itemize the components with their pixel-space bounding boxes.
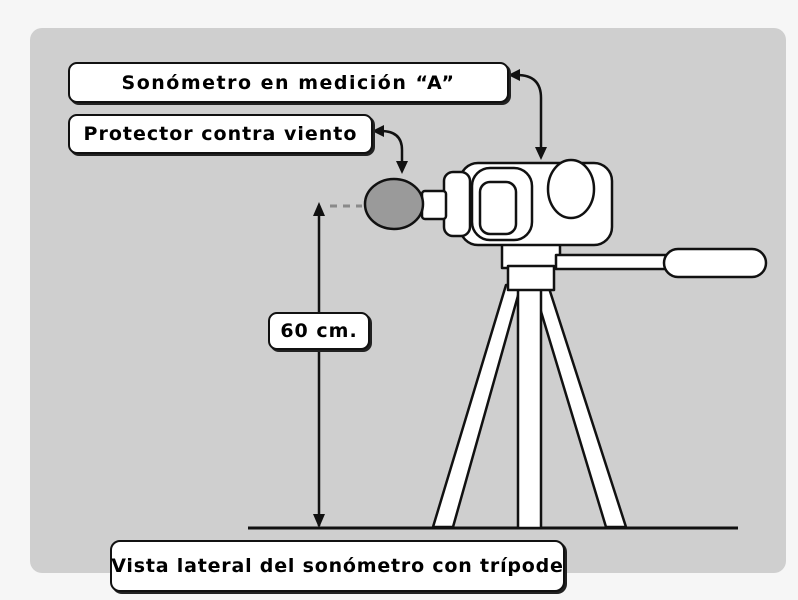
tripod-pan-arm [554, 253, 670, 271]
microphone-neck [420, 189, 448, 221]
tripod-pan-handle [662, 247, 768, 279]
sonometro-callout-arrow [508, 69, 547, 160]
height-dimension-arrow [313, 202, 325, 528]
tripod-center-leg [516, 283, 543, 530]
protector-callout-arrow [372, 125, 408, 174]
tripod-neck [506, 264, 556, 292]
meter-inner-panel [478, 180, 518, 236]
protector-label: Protector contra viento [68, 114, 373, 154]
caption-label: Vista lateral del sonómetro con trípode [110, 540, 565, 592]
sound-level-meter [420, 158, 614, 247]
tripod-head [500, 242, 562, 270]
height-label: 60 cm. [268, 312, 370, 350]
sonometro-label: Sonómetro en medición “A” [68, 62, 509, 103]
windscreen [363, 177, 425, 231]
meter-front-ring [442, 170, 472, 238]
tripod [431, 242, 768, 530]
meter-dial [546, 158, 596, 220]
background-panel [30, 28, 786, 573]
